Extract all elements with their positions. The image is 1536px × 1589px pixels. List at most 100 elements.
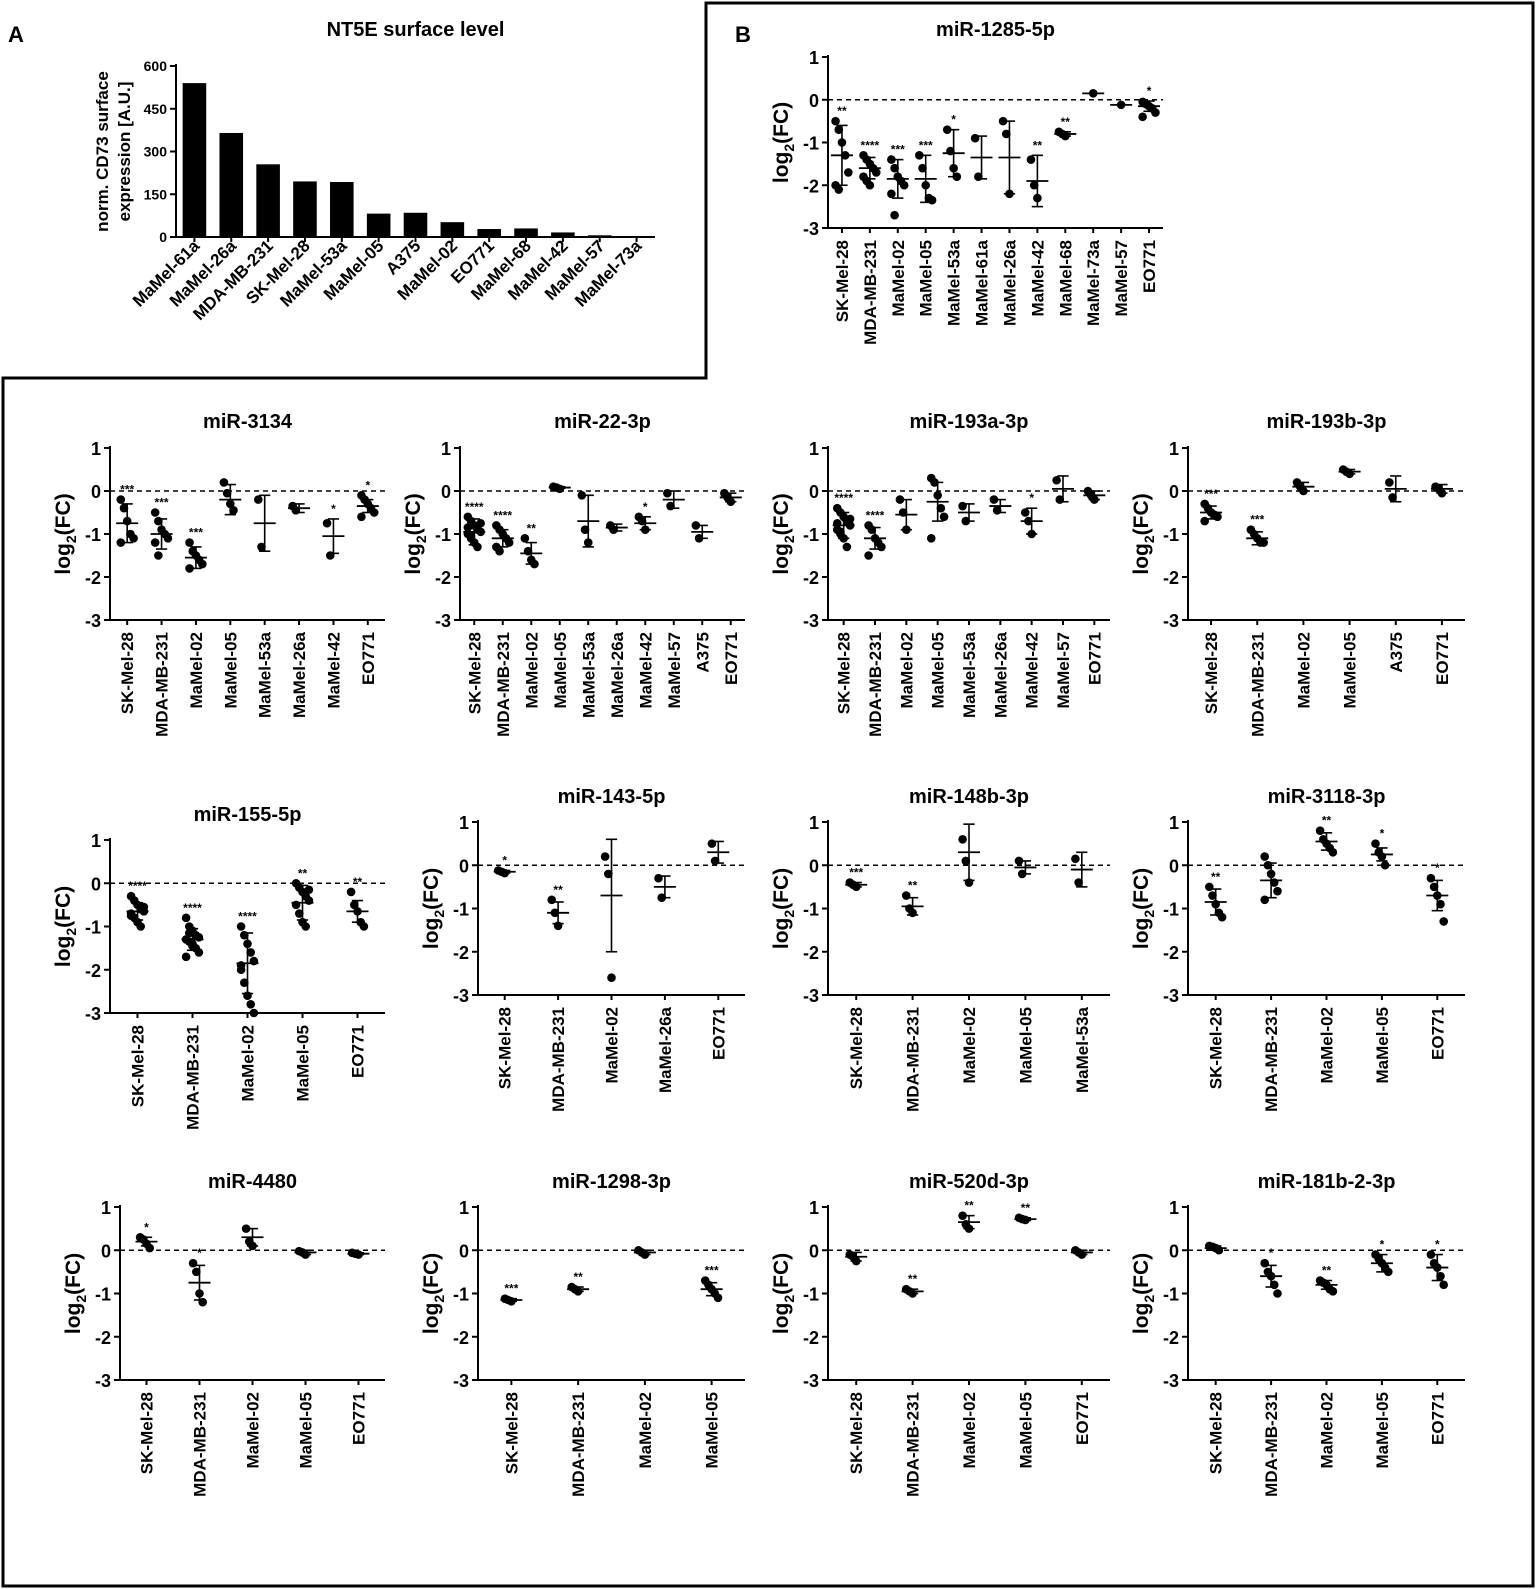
y-tick-label: -2	[453, 943, 469, 963]
significance-label: **	[1033, 138, 1043, 152]
panel-b-letter: B	[735, 22, 751, 47]
data-point	[301, 922, 311, 931]
x-tick-label: MaMel-05	[1016, 1392, 1035, 1469]
x-tick-label: EO771	[1428, 1392, 1447, 1445]
data-point	[1029, 180, 1039, 190]
significance-label: **	[908, 1272, 918, 1286]
data-point	[958, 1211, 967, 1220]
x-tick-label: EO771	[1140, 240, 1159, 293]
x-tick-label: MaMel-02	[889, 240, 908, 317]
data-point	[246, 1000, 255, 1009]
x-tick-label: MaMel-05	[551, 632, 570, 709]
y-axis-label: log2(FC)	[420, 1253, 447, 1334]
data-point	[154, 551, 163, 560]
x-tick-label: MaMel-57	[1054, 632, 1073, 709]
data-point	[1026, 155, 1036, 164]
x-tick-label: SK-Mel-28	[118, 632, 137, 714]
y-tick-label: 0	[1169, 856, 1179, 876]
x-tick-label: MaMel-42	[324, 632, 343, 709]
data-point	[864, 551, 873, 560]
chart-title: miR-148b-3p	[909, 786, 1029, 808]
data-point	[304, 885, 314, 895]
chart-title: miR-181b-2-3p	[1258, 1171, 1396, 1193]
y-tick-label: 1	[91, 439, 101, 459]
data-point	[1388, 493, 1397, 502]
data-point	[1052, 475, 1061, 485]
x-tick-label: MaMel-26a	[290, 631, 309, 718]
data-point	[691, 521, 701, 530]
x-tick-label: SK-Mel-28	[1207, 1392, 1226, 1474]
chart-mir143: miR-143-5p-3-2-101log2(FC)*SK-Mel-28**MD…	[420, 786, 745, 1112]
significance-label: ***	[919, 138, 933, 152]
x-tick-label: SK-Mel-28	[847, 1007, 866, 1089]
x-tick-label: MaMel-02	[960, 1007, 979, 1084]
data-point	[1014, 856, 1024, 866]
data-point	[1380, 860, 1390, 870]
data-point	[1273, 886, 1282, 896]
chart-title: miR-3118-3p	[1268, 786, 1386, 808]
y-tick-label: 0	[159, 229, 167, 245]
y-tick-label: 1	[1169, 439, 1179, 459]
chart-mir520d: miR-520d-3p-3-2-101log2(FC)SK-Mel-28**MD…	[770, 1171, 1110, 1497]
data-point	[163, 534, 173, 543]
data-point	[654, 873, 663, 883]
data-point	[970, 133, 980, 143]
data-point	[188, 1258, 198, 1268]
y-tick-label: -3	[1163, 986, 1179, 1006]
data-point	[1208, 891, 1217, 900]
data-point	[887, 155, 896, 164]
data-point	[961, 856, 971, 866]
chart-title: miR-520d-3p	[909, 1171, 1029, 1193]
significance-label: ***	[189, 526, 203, 540]
y-tick-label: 0	[91, 874, 101, 894]
x-tick-label: SK-Mel-28	[465, 632, 484, 714]
data-point	[927, 195, 937, 205]
y-tick-label: 0	[459, 1241, 469, 1261]
x-tick-label: MDA-MB-231	[184, 1025, 203, 1130]
significance-label: *	[197, 1246, 202, 1260]
data-point	[1213, 512, 1222, 522]
y-tick-label: -3	[453, 986, 469, 1006]
x-tick-label: MaMel-05	[1016, 1007, 1035, 1084]
y-tick-label: -3	[95, 1371, 111, 1391]
y-axis-label: log2(FC)	[402, 493, 429, 574]
data-point	[1328, 847, 1338, 857]
data-point	[241, 1224, 251, 1233]
significance-label: *	[144, 1220, 149, 1234]
chart-mir1285: miR-1285-5p-3-2-101log2(FC)**SK-Mel-28**…	[770, 19, 1163, 345]
y-tick-label: -1	[803, 134, 819, 154]
data-point	[604, 869, 613, 879]
y-axis-label: log2(FC)	[52, 886, 79, 967]
x-tick-label: EO771	[1085, 632, 1104, 685]
data-point	[1138, 112, 1147, 122]
y-tick-label: -2	[435, 568, 451, 588]
bar	[182, 83, 207, 237]
significance-label: *	[1380, 1238, 1385, 1252]
data-point	[939, 512, 949, 522]
data-point	[229, 506, 238, 515]
data-point	[1328, 1287, 1338, 1296]
chart-title: miR-4480	[208, 1171, 297, 1193]
data-point	[918, 163, 927, 173]
y-tick-label: 1	[809, 439, 819, 459]
data-point	[185, 928, 194, 938]
x-tick-label: SK-Mel-28	[1202, 632, 1221, 714]
x-tick-label: MaMel-61a	[973, 239, 992, 326]
y-tick-label: -1	[803, 900, 819, 920]
data-point	[1151, 108, 1160, 117]
x-tick-label: MaMel-05	[929, 632, 948, 709]
y-tick-label: -2	[95, 1328, 111, 1348]
data-point	[222, 488, 232, 498]
data-point	[116, 538, 126, 547]
data-point	[359, 922, 369, 931]
data-point	[116, 495, 126, 504]
x-tick-label: MaMel-42	[1023, 632, 1042, 709]
chart-mir155: miR-155-5p-3-2-101log2(FC)****SK-Mel-28*…	[52, 804, 385, 1130]
data-point	[150, 538, 160, 547]
x-tick-label: MaMel-26a	[991, 631, 1010, 718]
bar	[477, 229, 501, 237]
y-tick-label: 1	[809, 1198, 819, 1218]
data-point	[295, 909, 304, 918]
y-tick-label: 0	[809, 91, 819, 111]
